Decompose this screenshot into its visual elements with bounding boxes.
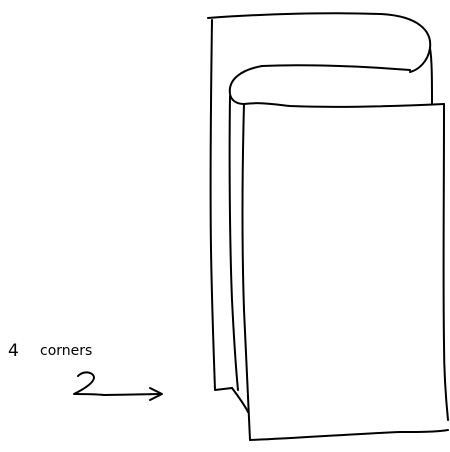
- bottom-fold-detail: [231, 387, 249, 413]
- front-sheet-curl: [228, 65, 445, 108]
- back-sheet-outline: [207, 12, 432, 391]
- front-sheet-left-edge: [228, 95, 251, 441]
- annotation-count: 4: [8, 341, 19, 361]
- front-sheet-right-and-bottom: [249, 103, 449, 441]
- inner-curl: [261, 47, 433, 105]
- annotation-word: corners: [40, 343, 92, 359]
- number-two-marker: [73, 371, 105, 396]
- right-arrow-icon: [103, 387, 163, 401]
